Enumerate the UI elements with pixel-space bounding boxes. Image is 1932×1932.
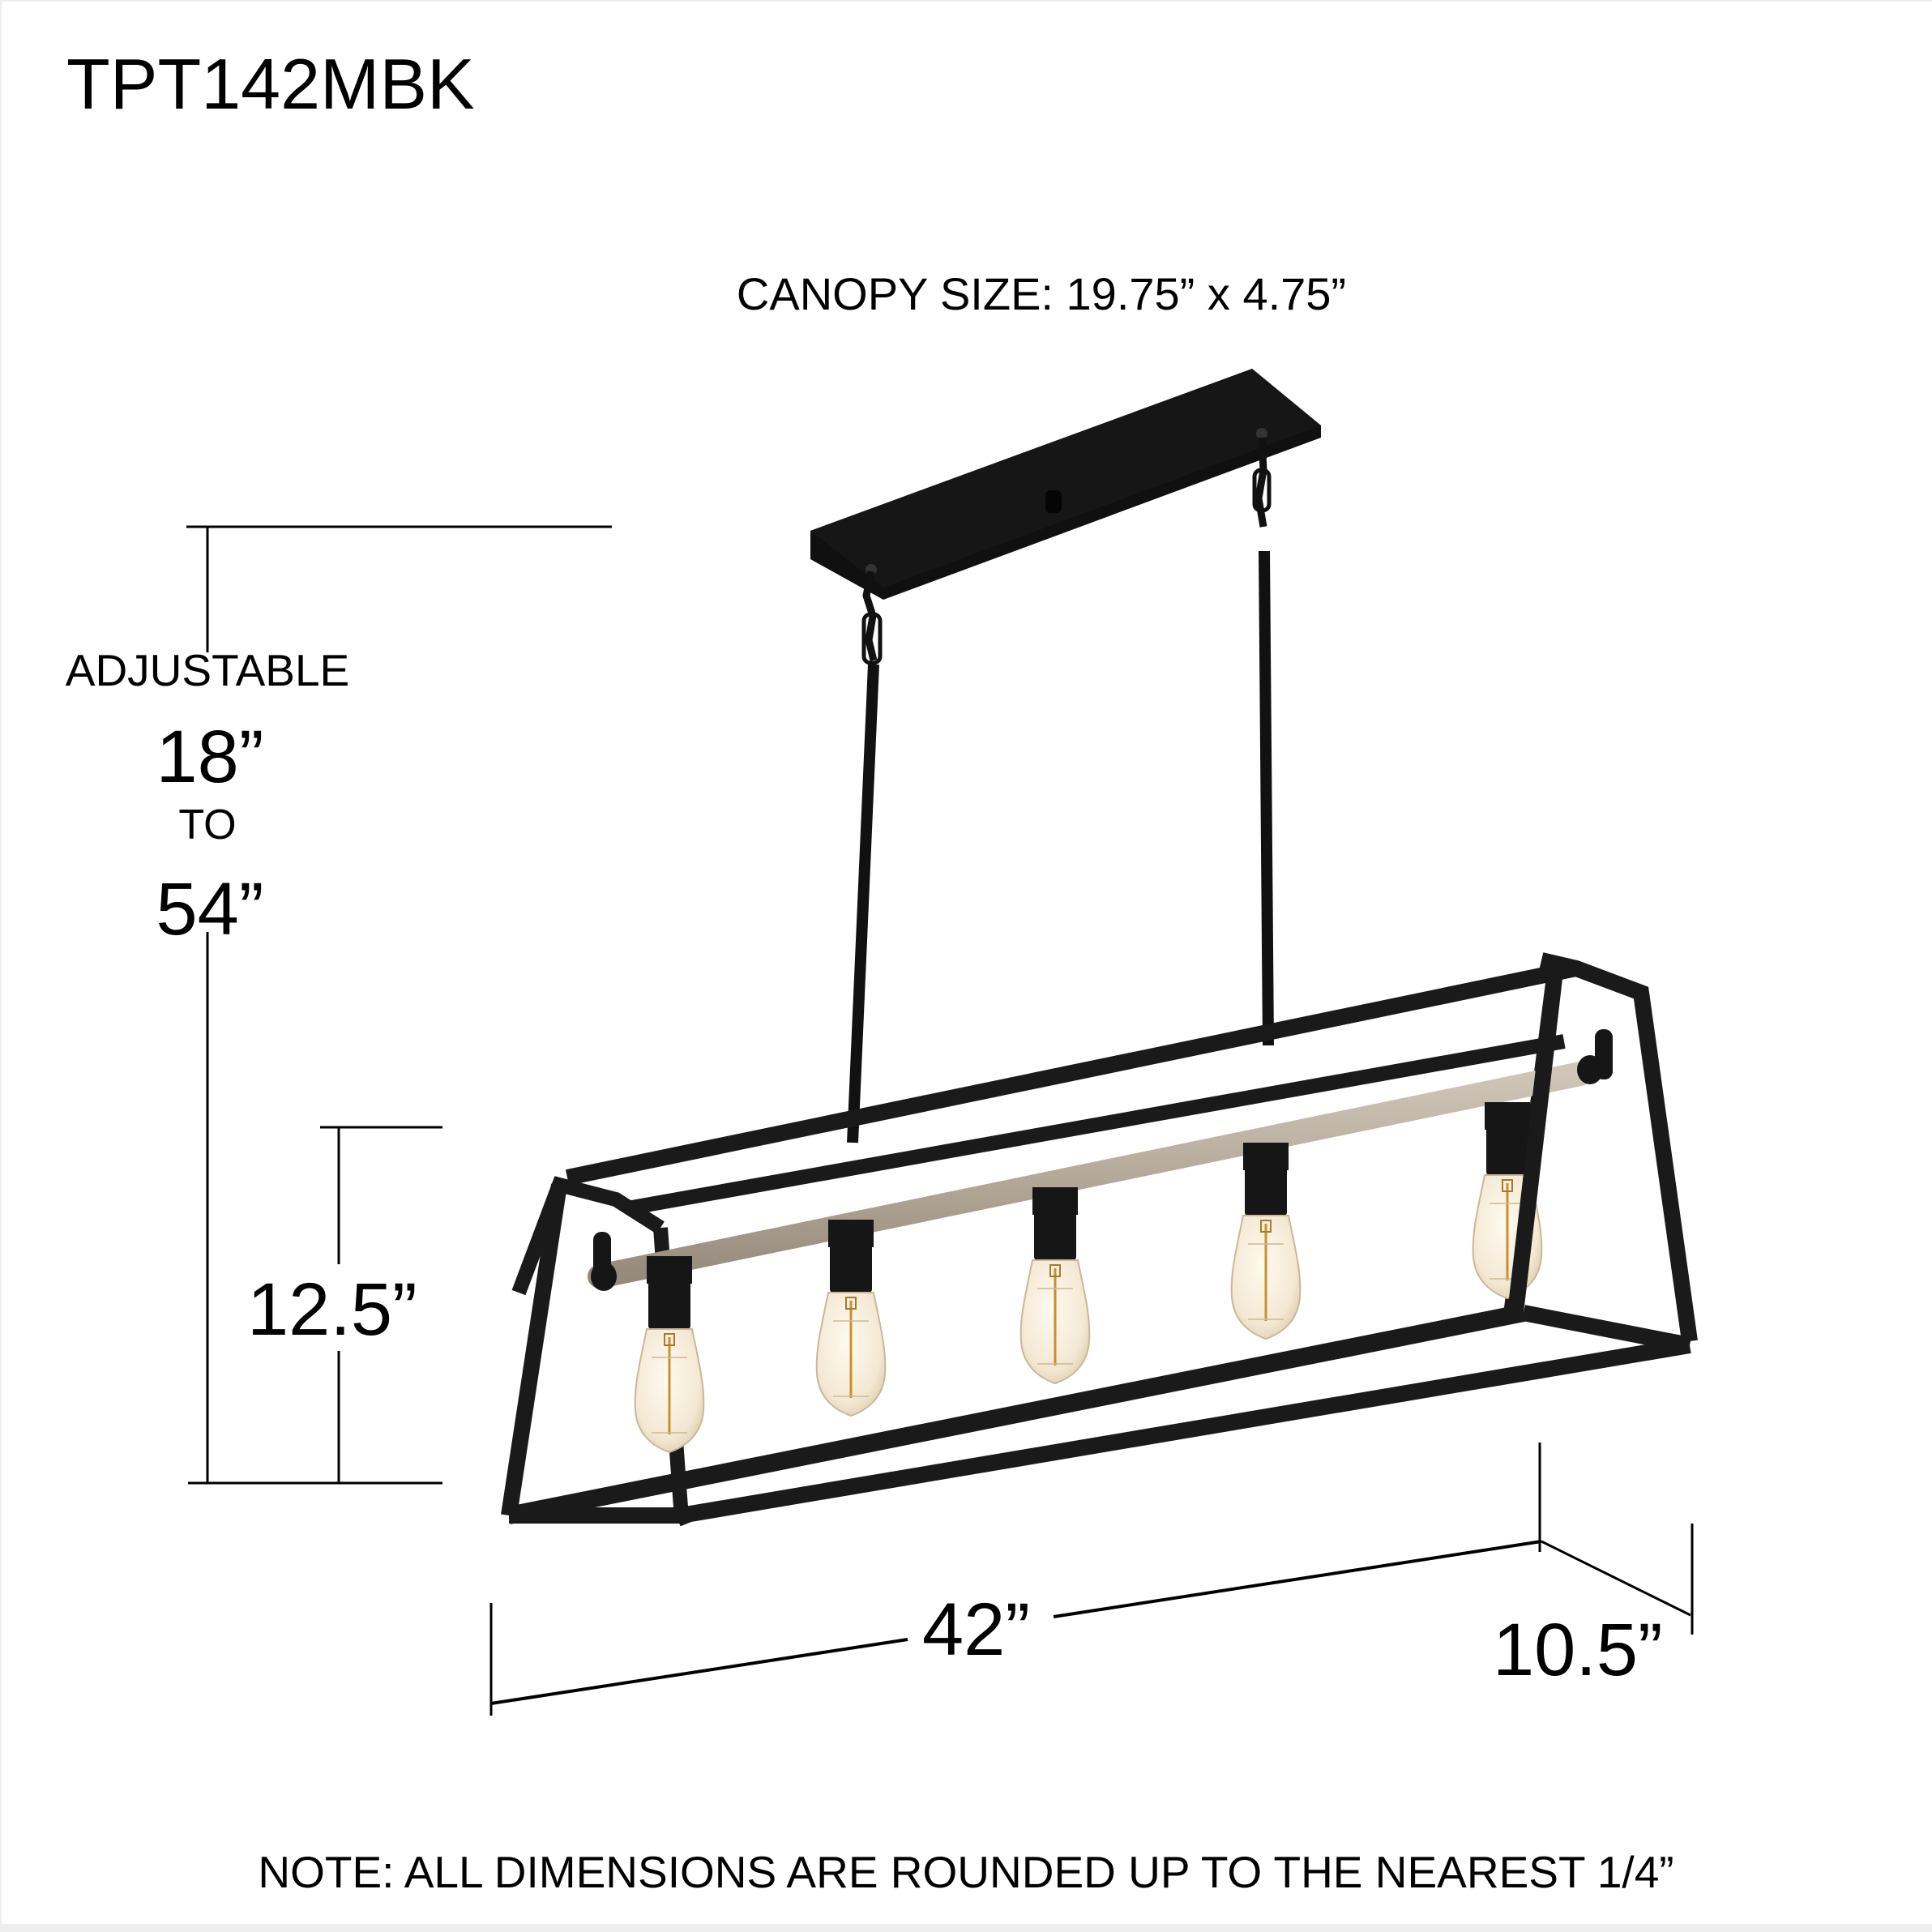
depth-value: 10.5” bbox=[1493, 1609, 1663, 1691]
bulb-sockets bbox=[634, 1101, 1543, 1454]
body-height-value: 12.5” bbox=[247, 1268, 417, 1351]
canopy-plate bbox=[810, 369, 1321, 600]
model-number: TPT142MBK bbox=[66, 44, 475, 124]
adjustable-label: ADJUSTABLE bbox=[65, 645, 350, 695]
fixture-frame bbox=[501, 952, 1698, 1527]
wood-bar bbox=[588, 1029, 1613, 1291]
bottom-border bbox=[0, 1924, 1932, 1932]
frame-front-post bbox=[1507, 963, 1564, 1314]
min-height-value: 18” bbox=[156, 716, 264, 798]
dimension-lines bbox=[186, 525, 1694, 1716]
suspension-rods bbox=[847, 437, 1274, 1143]
range-connector: TO bbox=[178, 801, 237, 848]
max-height-value: 54” bbox=[156, 868, 264, 951]
rounding-note: NOTE: ALL DIMENSIONS ARE ROUNDED UP TO T… bbox=[258, 1847, 1674, 1897]
length-value: 42” bbox=[922, 1588, 1030, 1671]
canopy-size-label: CANOPY SIZE: 19.75” x 4.75” bbox=[736, 268, 1347, 319]
